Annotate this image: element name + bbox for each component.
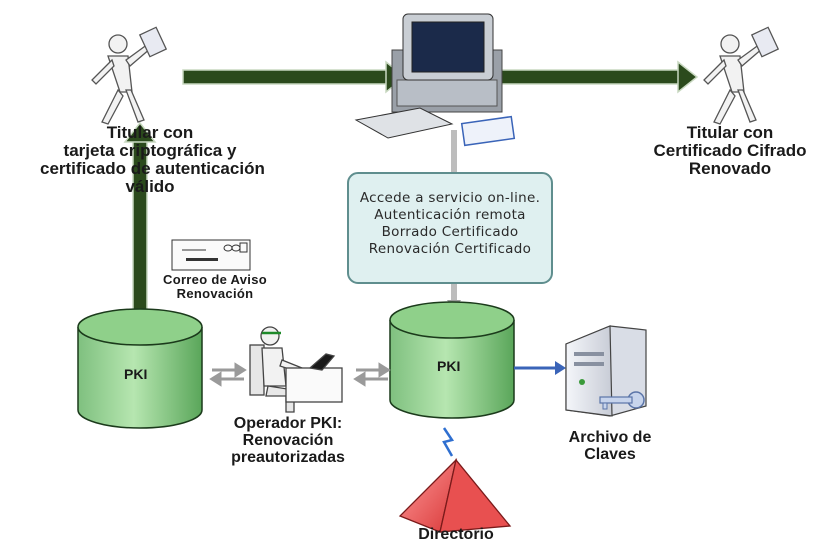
titular-left-line-2: tarjeta criptográfica y: [63, 140, 237, 160]
service-line-3: Borrado Certificado: [381, 224, 519, 240]
titular-left-label: Titular con tarjeta criptográfica y cert…: [40, 123, 265, 196]
operador-line-1: Operador PKI:: [233, 415, 343, 432]
service-line-2: Autenticación remota: [374, 207, 526, 223]
flow-arrow-to-computer: [182, 60, 407, 94]
service-box: Accede a servicio on-line. Autenticación…: [347, 172, 553, 284]
pki-left-cylinder: [77, 308, 203, 429]
correo-line-1: Correo de Aviso: [163, 272, 267, 287]
lightning-link: [442, 427, 455, 457]
pki-left-label: PKI: [124, 366, 148, 382]
exchange-arrows-right: [353, 362, 391, 387]
directory-pyramid: [398, 457, 512, 533]
key-icon: [599, 391, 645, 410]
directorio-label: Directorio: [418, 526, 494, 543]
operator-icon: [249, 326, 343, 413]
holder-right-icon: [703, 26, 780, 125]
envelope-icon: [171, 239, 251, 271]
server-icon: [565, 325, 647, 417]
titular-left-line-1: Titular con: [106, 123, 194, 142]
holder-left-icon: [91, 26, 168, 125]
flow-arrow-to-renewed-holder: [479, 60, 699, 94]
pki-right-label: PKI: [437, 358, 461, 374]
archivo-label: Archivo de Claves: [550, 429, 670, 464]
titular-left-line-4: válido: [125, 176, 175, 196]
correo-label: Correo de Aviso Renovación: [140, 273, 290, 300]
titular-right-line-3: Renovado: [688, 158, 772, 178]
operador-line-3: preautorizadas: [231, 448, 345, 466]
service-line-1: Accede a servicio on-line.: [359, 190, 541, 206]
pki-right-cylinder: [389, 301, 515, 419]
titular-right-label: Titular con Certificado Cifrado Renovado: [640, 124, 820, 178]
computer-icon: [354, 13, 516, 147]
archivo-line-2: Claves: [584, 445, 636, 463]
operador-line-2: Renovación: [242, 431, 334, 449]
titular-left-line-3: certificado de autenticación: [40, 158, 265, 178]
titular-right-line-2: Certificado Cifrado: [653, 140, 807, 160]
operador-label: Operador PKI: Renovación preautorizadas: [218, 415, 358, 466]
exchange-arrows-left: [209, 362, 247, 387]
correo-line-2: Renovación: [176, 285, 254, 301]
arrow-to-key-archive: [514, 361, 566, 375]
titular-right-line-1: Titular con: [686, 123, 774, 142]
service-line-4: Renovación Certificado: [368, 241, 532, 257]
archivo-line-1: Archivo de: [568, 429, 652, 446]
